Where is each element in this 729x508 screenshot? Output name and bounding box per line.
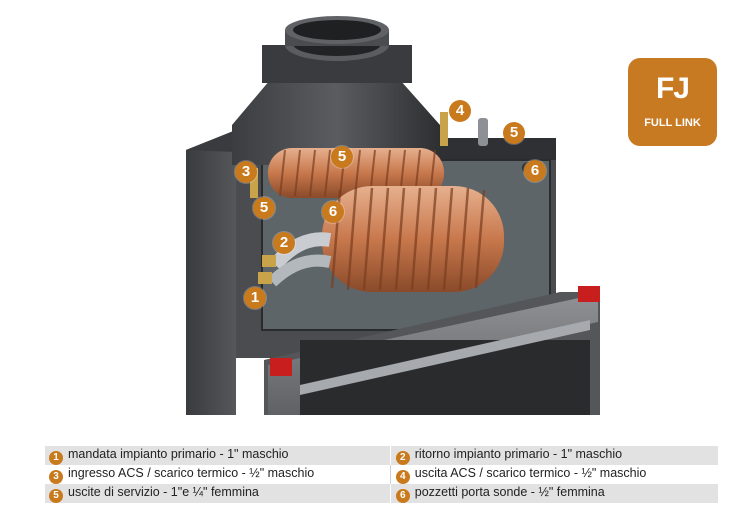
- callout-5-right: 5: [503, 122, 525, 144]
- logo-text: FULL LINK: [644, 117, 701, 129]
- callout-6-coil: 6: [322, 201, 344, 223]
- legend-row: 5 uscite di servizio - 1"e ¼" femmina 6 po…: [45, 484, 718, 503]
- callout-5-coil: 5: [331, 146, 353, 168]
- callout-4: 4: [449, 100, 471, 122]
- fireplace-illustration: 1 2 3 4 5 5 5 6 6: [186, 16, 600, 415]
- legend-text: pozzetti porta sonde - ½" femmina: [414, 484, 605, 499]
- legend-text: ritorno impianto primario - 1" maschio: [414, 446, 623, 461]
- legend-number: 6: [395, 488, 410, 503]
- legend-item: 1 mandata impianto primario - 1" maschio: [45, 446, 391, 465]
- full-link-logo: FJ FULL LINK: [628, 58, 717, 146]
- fireplace-drawing: [186, 16, 600, 415]
- legend-number: 3: [49, 469, 63, 484]
- callout-1: 1: [244, 287, 266, 309]
- legend-number: 5: [49, 488, 63, 503]
- legend-text: ingresso ACS / scarico termico - ½" masc…: [68, 465, 315, 480]
- legend-item: 4 uscita ACS / scarico termico - ½" masch…: [392, 465, 718, 484]
- legend-text: mandata impianto primario - 1" maschio: [68, 446, 289, 461]
- legend-item: 2 ritorno impianto primario - 1" maschio: [391, 446, 718, 465]
- legend-number: 2: [395, 450, 410, 465]
- legend-text: uscite di servizio - 1"e ¼" femmina: [68, 484, 259, 499]
- legend-row: 3 ingresso ACS / scarico termico - ½" mas…: [45, 465, 718, 484]
- callout-3: 3: [235, 161, 257, 183]
- legend-item: 5 uscite di servizio - 1"e ¼" femmina: [45, 484, 391, 503]
- callout-6-right: 6: [524, 160, 546, 182]
- callout-5-left: 5: [253, 197, 275, 219]
- legend-number: 4: [395, 469, 410, 484]
- callout-2: 2: [273, 232, 295, 254]
- legend-item: 6 pozzetti porta sonde - ½" femmina: [391, 484, 718, 503]
- legend-text: uscita ACS / scarico termico - ½" maschi…: [414, 465, 647, 480]
- legend-item: 3 ingresso ACS / scarico termico - ½" mas…: [45, 465, 390, 484]
- legend-number: 1: [49, 450, 63, 465]
- logo-mark: FJ: [655, 72, 690, 105]
